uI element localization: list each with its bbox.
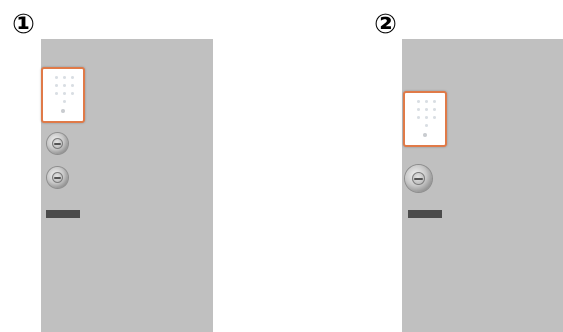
key-cylinder-icon <box>405 165 432 192</box>
keypad-dot <box>417 116 420 119</box>
card-reader-icon <box>423 133 427 137</box>
keypad-dot <box>425 100 428 103</box>
key-cylinder-icon <box>47 167 68 188</box>
keypad-dot <box>433 100 436 103</box>
keypad-dot <box>63 92 66 95</box>
keypad-dot <box>55 84 58 87</box>
keypad-dot <box>55 92 58 95</box>
keypad-dot <box>417 108 420 111</box>
panel-label-1: ① <box>12 11 35 38</box>
keypad-dot <box>63 84 66 87</box>
door-panel-1 <box>41 39 213 332</box>
keypad-dot <box>71 84 74 87</box>
keypad-dot <box>63 76 66 79</box>
keypad-dot <box>417 100 420 103</box>
door-panel-2 <box>402 39 563 332</box>
keypad-icon <box>403 91 447 147</box>
door-handle <box>46 210 80 218</box>
keypad-dot <box>63 100 66 103</box>
keypad-dot <box>425 116 428 119</box>
key-cylinder-icon <box>47 133 68 154</box>
panel-label-2: ② <box>374 11 397 38</box>
keypad-dot <box>433 116 436 119</box>
keypad-dot <box>433 108 436 111</box>
keypad-dot <box>425 108 428 111</box>
keypad-dot <box>71 76 74 79</box>
keypad-dot <box>425 124 428 127</box>
door-handle <box>408 210 442 218</box>
keypad-dot <box>55 76 58 79</box>
keypad-dot <box>71 92 74 95</box>
card-reader-icon <box>61 109 65 113</box>
keypad-icon <box>41 67 85 123</box>
